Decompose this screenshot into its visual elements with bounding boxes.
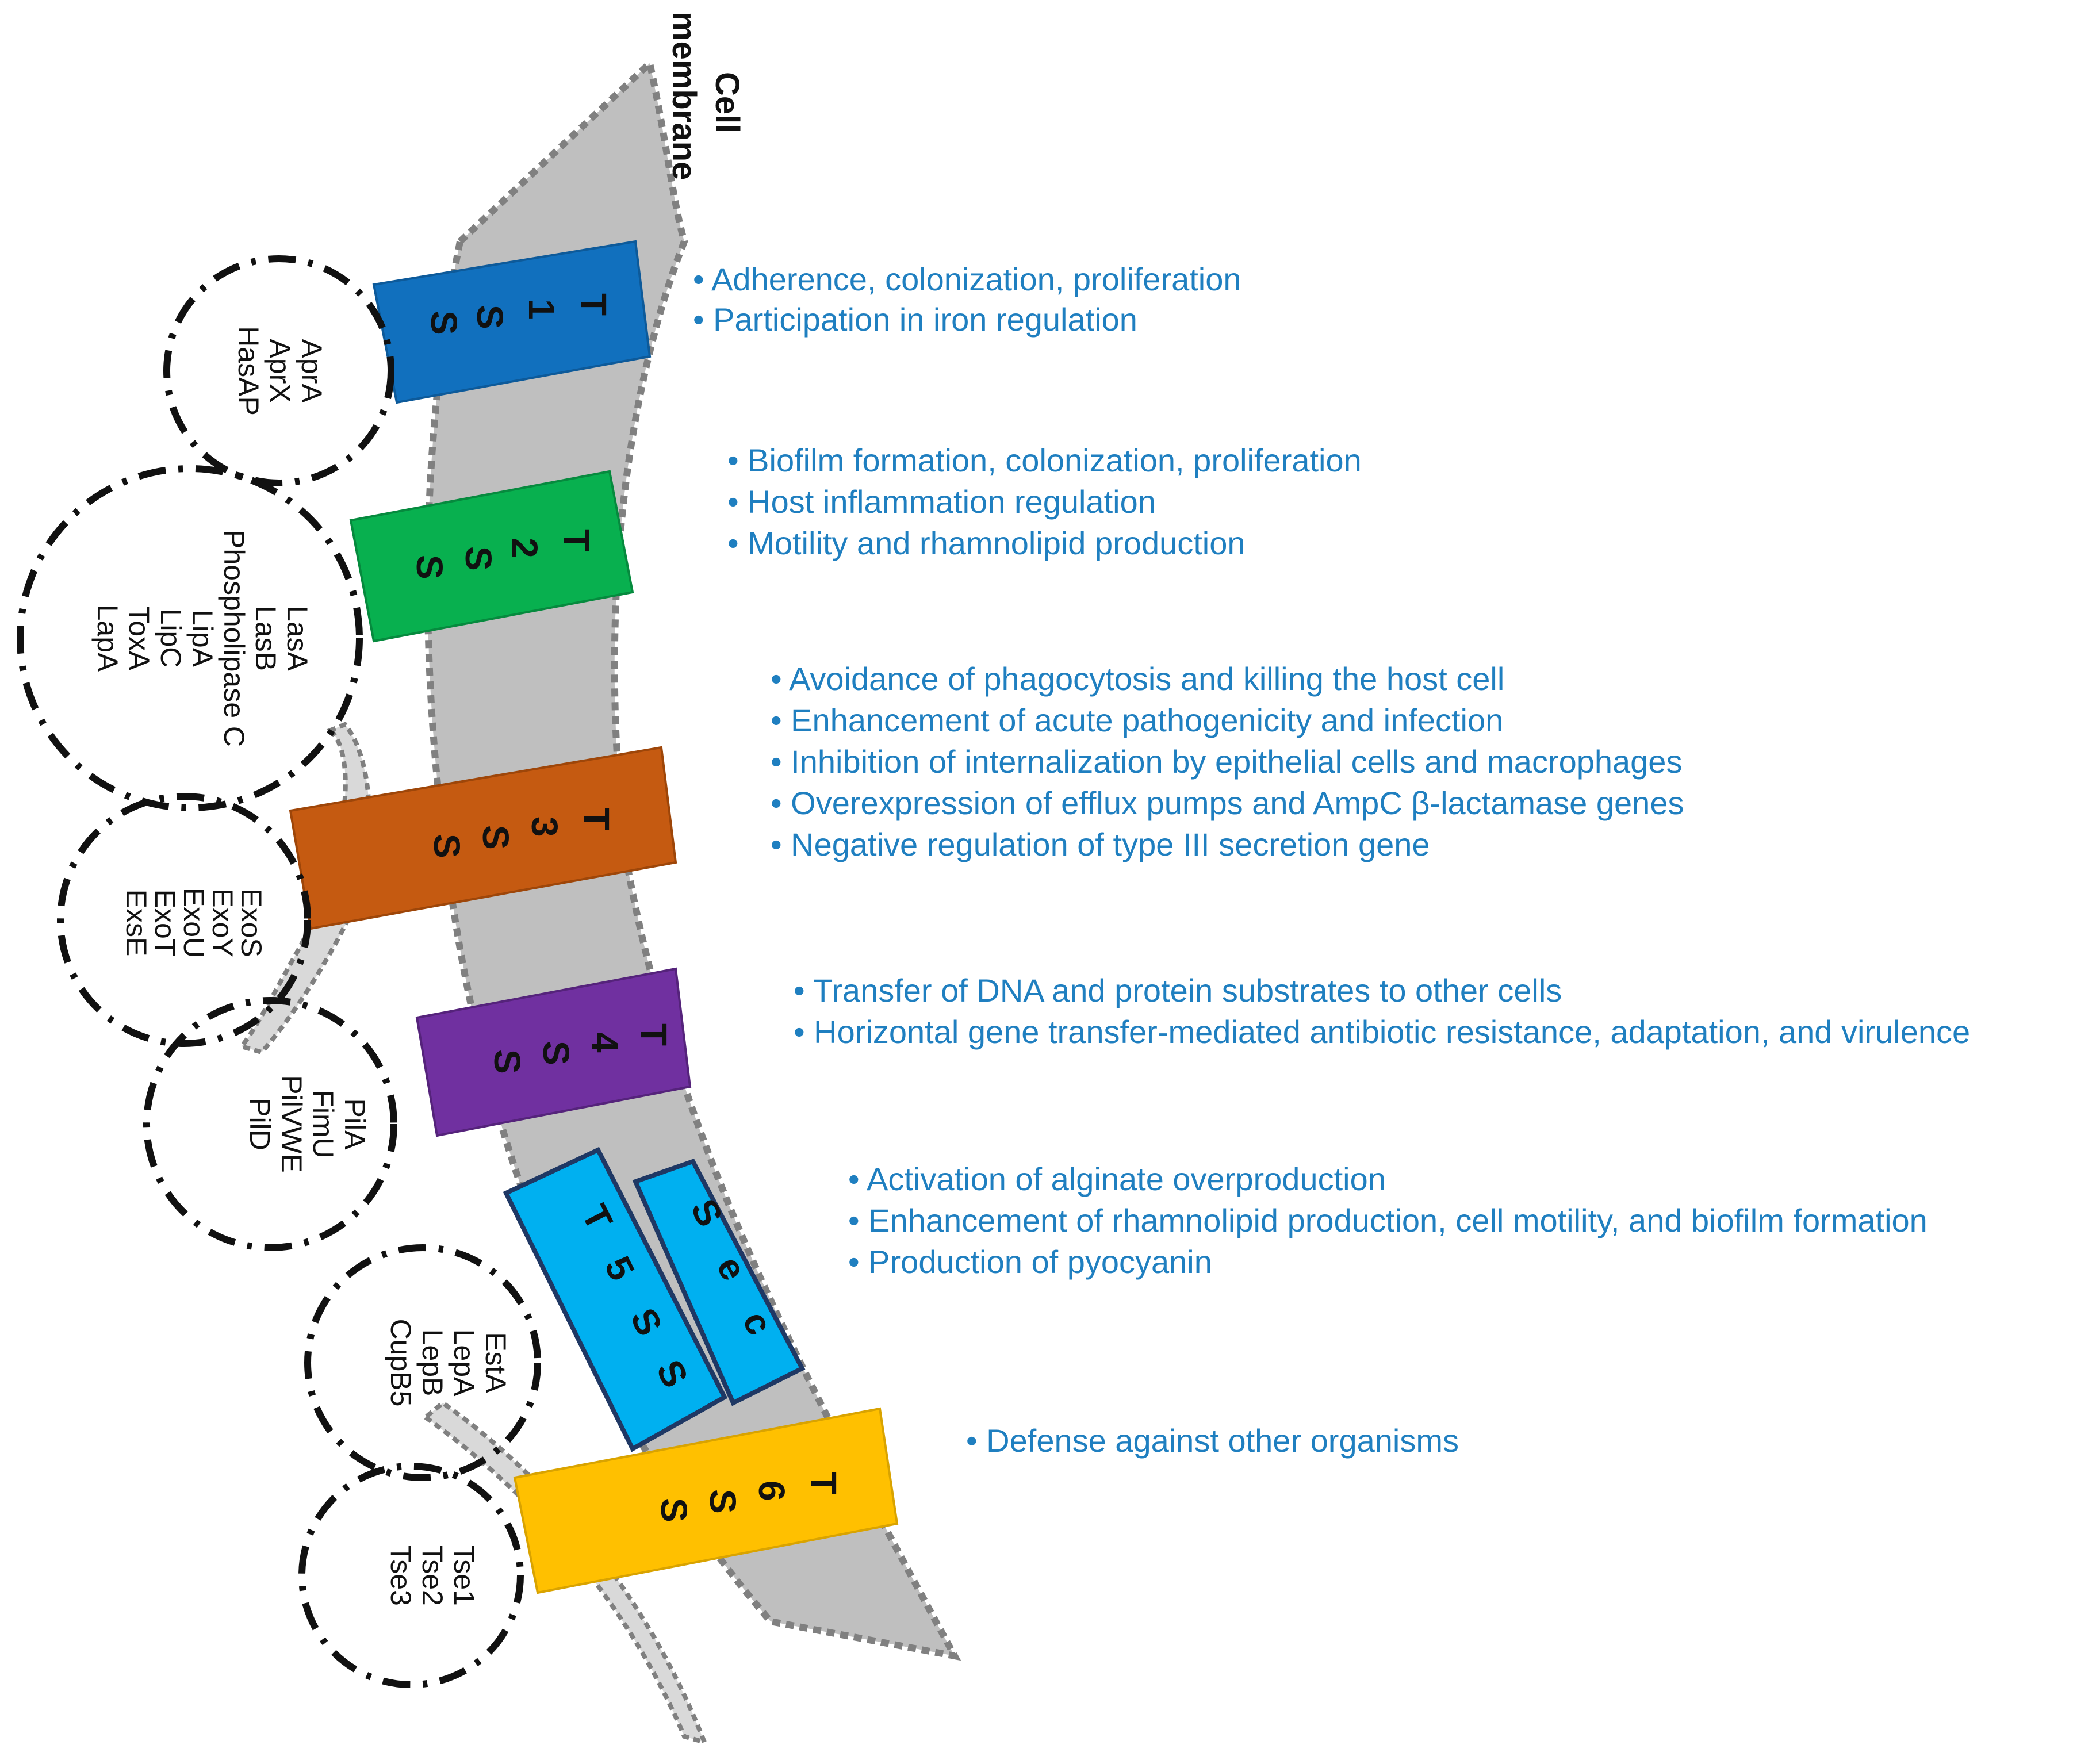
t6ss-protein-2: Tse3 — [385, 1545, 417, 1606]
t2ss-function-0: • Biofilm formation, colonization, proli… — [727, 442, 1362, 478]
t5ss-function-0: • Activation of alginate overproduction — [848, 1161, 1386, 1197]
t1ss-function-1: • Participation in iron regulation — [693, 301, 1137, 338]
t1ss-letter-4: S — [423, 310, 465, 335]
t3ss-protein-1: ExoY — [206, 888, 239, 957]
membrane-strip-lower — [422, 1399, 708, 1746]
t6ss-block: T 6 S S — [513, 1407, 899, 1594]
t2ss-protein-3: LipA — [186, 609, 219, 668]
t3ss-letter-3: S — [475, 825, 516, 850]
t4ss-letter-1: T — [633, 1023, 675, 1046]
sec-block: S e c — [632, 1159, 806, 1406]
t6ss-protein-circle — [298, 1463, 524, 1688]
t1ss-function-0: • Adherence, colonization, proliferation — [693, 261, 1241, 297]
membrane-label-line2: membrane — [665, 11, 703, 180]
t2ss-protein-circle — [17, 465, 363, 811]
t1ss-letter-3: S — [469, 305, 511, 329]
t4ss-function-1: • Horizontal gene transfer-mediated anti… — [794, 1014, 1970, 1050]
t3ss-function-4: • Negative regulation of type III secret… — [771, 826, 1430, 862]
t4ss-protein-1: FimU — [307, 1090, 339, 1158]
t5ss-protein-2: LepB — [416, 1329, 449, 1397]
t1ss-block: T 1 S S — [372, 240, 652, 404]
t4ss-protein-circle — [143, 997, 397, 1251]
t6ss-letter-2: 6 — [751, 1481, 792, 1501]
t6ss-letter-4: S — [653, 1498, 695, 1523]
t2ss-function-1: • Host inflammation regulation — [727, 484, 1156, 520]
t3ss-protein-circle — [57, 793, 311, 1047]
t2ss-protein-1: LasB — [250, 605, 282, 671]
t2ss-letter-2: 2 — [504, 538, 545, 558]
t5ss-protein-3: CupB5 — [385, 1319, 417, 1407]
t5ss-function-1: • Enhancement of rhamnolipid production,… — [848, 1202, 1928, 1238]
t1ss-protein-0: AprA — [296, 339, 328, 403]
t3ss-function-3: • Overexpression of efflux pumps and Amp… — [771, 785, 1684, 821]
t3ss-function-1: • Enhancement of acute pathogenicity and… — [771, 702, 1503, 738]
t4ss-letter-4: S — [486, 1049, 528, 1074]
t2ss-protein-0: LasA — [281, 605, 313, 672]
t2ss-protein-2: Phospholipase C — [218, 530, 250, 747]
t3ss-letter-4: S — [426, 834, 468, 858]
t4ss-protein-3: PilD — [244, 1098, 276, 1151]
t6ss-protein-1: Tse2 — [416, 1545, 449, 1606]
t3ss-letter-1: T — [576, 808, 617, 830]
t6ss-function-0: • Defense against other organisms — [966, 1422, 1459, 1459]
t1ss-protein-1: AprX — [264, 339, 296, 402]
t3ss-function-0: • Avoidance of phagocytosis and killing … — [771, 661, 1504, 697]
t3ss-protein-2: ExoU — [178, 888, 210, 958]
t6ss-letter-3: S — [702, 1489, 744, 1514]
t2ss-letter-4: S — [409, 555, 450, 580]
t4ss-function-0: • Transfer of DNA and protein substrates… — [794, 972, 1562, 1008]
t1ss-label: T 1 S S — [423, 293, 614, 335]
t6ss-protein-0: Tse1 — [448, 1545, 480, 1606]
t4ss-letter-2: 4 — [584, 1032, 626, 1053]
t5ss-protein-0: EstA — [480, 1332, 512, 1393]
t5ss-protein-circle — [304, 1244, 541, 1481]
t1ss-protein-2: HasAP — [232, 326, 265, 416]
t2ss-protein-6: LapA — [91, 605, 124, 672]
t2ss-protein-4: LipC — [155, 609, 187, 668]
t3ss-protein-4: ExsE — [120, 889, 152, 957]
t4ss-protein-2: PilVWE — [275, 1075, 308, 1172]
t2ss-block: T 2 S S — [349, 470, 634, 643]
t4ss-block: T 4 S S — [415, 967, 692, 1137]
t3ss-label: T 3 S S — [426, 808, 617, 858]
t1ss-letter-1: T — [573, 293, 614, 316]
t5ss-function-2: • Production of pyocyanin — [848, 1244, 1212, 1280]
t4ss-letter-3: S — [535, 1041, 577, 1065]
t4ss-label: T 4 S S — [486, 1023, 675, 1074]
t3ss-block: T 3 S S — [289, 746, 677, 930]
t5ss-block: T 5 S S — [503, 1146, 728, 1452]
t3ss-function-2: • Inhibition of internalization by epith… — [771, 743, 1682, 780]
t3ss-protein-0: ExoS — [235, 888, 267, 957]
t1ss-letter-2: 1 — [521, 299, 562, 320]
t1ss-protein-circle — [163, 255, 394, 486]
t2ss-function-2: • Motility and rhamnolipid production — [727, 525, 1246, 561]
t2ss-letter-3: S — [458, 546, 499, 571]
membrane-label-line1: Cell — [708, 72, 746, 133]
t6ss-letter-1: T — [803, 1472, 844, 1494]
t3ss-protein-3: ExoT — [149, 889, 181, 957]
t3ss-letter-2: 3 — [524, 816, 565, 837]
t6ss-label: T 6 S S — [653, 1472, 844, 1523]
t2ss-label: T 2 S S — [409, 529, 597, 580]
t2ss-protein-5: ToxA — [123, 606, 155, 670]
t2ss-letter-1: T — [555, 529, 597, 551]
t5ss-protein-1: LepA — [448, 1329, 480, 1397]
t4ss-protein-0: PilA — [339, 1099, 371, 1151]
